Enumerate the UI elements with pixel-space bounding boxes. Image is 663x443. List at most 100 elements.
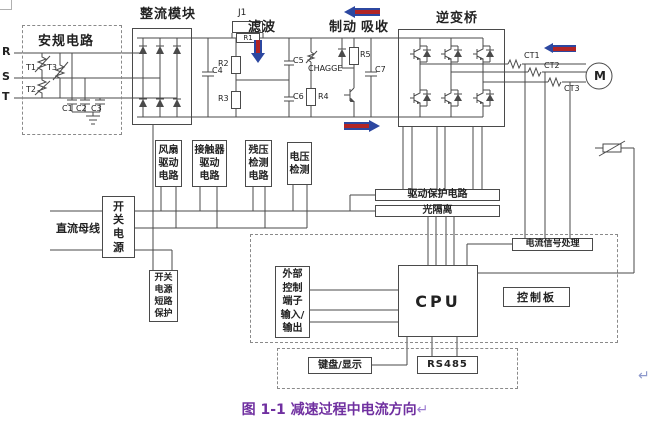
current-arrow-left-top (344, 6, 380, 18)
arrow-head-down-icon (251, 53, 265, 63)
current-signal-box: 电流信号处理 (512, 238, 593, 251)
switching-power-supply-box: 开 关 电 源 (102, 196, 135, 258)
r5-label: R5 (360, 50, 371, 59)
page-corner-vertical (11, 0, 12, 9)
caption-text: 图 1-1 减速过程中电流方向 (241, 402, 417, 418)
c7-label: C7 (375, 65, 386, 74)
inverter-bridge-box (398, 29, 505, 127)
opto-isolation-box: 光隔离 (375, 205, 500, 217)
motor-symbol (585, 62, 613, 90)
resistor-r5-box (349, 47, 359, 65)
control-signal-wires (310, 217, 512, 366)
c6-label: C6 (293, 92, 304, 101)
fan-drive-box: 风扇 驱动 电路 (155, 140, 182, 187)
external-io-label: 外部 控制 端子 输入/ 输出 (280, 269, 305, 335)
switching-power-supply-label: 开 关 电 源 (113, 199, 124, 254)
brake-chopper (337, 38, 377, 117)
ct2-label: CT2 (544, 61, 560, 70)
safety-circuit-box (22, 25, 122, 135)
safety-circuit-title: 安规电路 (38, 34, 95, 49)
caption-return-mark: ↵ (416, 402, 429, 418)
safety-capacitors-ground (67, 53, 105, 125)
c1-label: C1 (62, 104, 73, 113)
c2-label: C2 (76, 104, 87, 113)
inverter-internals (409, 38, 495, 117)
resistor-r3-box (231, 91, 241, 109)
page-corner-horizontal (0, 9, 12, 10)
figure-caption: 图 1-1 减速过程中电流方向↵ (170, 399, 500, 419)
cpu-box: CPU (398, 265, 478, 337)
t3-label: T3 (47, 63, 57, 72)
arrow-head-left-icon (344, 6, 355, 18)
arrow-shaft (254, 40, 262, 53)
absorb-title: 吸收 (361, 20, 390, 35)
c3-label: C3 (91, 104, 102, 113)
smps-short-protect-box: 开关 电源 短路 保护 (149, 270, 178, 322)
varistor-symbols (34, 53, 69, 98)
resistor-r1-box: R1 (236, 33, 260, 43)
motor-output-lines (420, 63, 586, 83)
rectifier-internals (138, 38, 182, 117)
fan-drive-label: 风扇 驱动 电路 (158, 145, 179, 182)
residual-voltage-detect-label: 残压 检测 电路 (248, 145, 269, 182)
t1-label: T1 (26, 63, 36, 72)
current-signal-label: 电流信号处理 (525, 239, 580, 249)
c5-label: C5 (293, 56, 304, 65)
arrow-shaft (553, 44, 576, 52)
arrow-shaft (344, 122, 369, 130)
drive-protect-box: 驱动保护电路 (375, 189, 500, 201)
rs485-box: RS485 (417, 356, 478, 374)
ct3-label: CT3 (564, 84, 580, 93)
rs485-label: RS485 (427, 359, 468, 370)
resistor-r4-box (306, 88, 316, 106)
c4-label: C4 (212, 66, 223, 75)
resistor-r2-box (231, 56, 241, 74)
rectifier-title: 整流模块 (140, 7, 197, 22)
residual-voltage-detect-box: 残压 检测 电路 (245, 140, 272, 187)
external-io-box: 外部 控制 端子 输入/ 输出 (275, 266, 310, 338)
arrow-head-left-icon (544, 43, 553, 53)
r2-label: R2 (218, 59, 229, 68)
charge-label: CHAGGE (308, 64, 343, 73)
ct-sense-lines (524, 64, 571, 240)
phase-r-label: R (2, 45, 11, 58)
dc-link-buses (137, 37, 483, 118)
current-arrow-down-filter (251, 40, 265, 63)
keypad-region-box (277, 348, 518, 389)
j1-label: J1 (238, 8, 247, 18)
cpu-label: CPU (415, 291, 461, 311)
control-board-label: 控制板 (517, 290, 556, 304)
ct1-label: CT1 (524, 51, 540, 60)
current-transformer-symbols (507, 58, 562, 88)
brake-title: 制动 (329, 20, 358, 35)
filter-network (235, 38, 318, 117)
arrow-shaft (355, 8, 380, 16)
keyboard-display-label: 键盘/显示 (318, 359, 362, 371)
r4-label: R4 (318, 92, 329, 101)
current-arrow-right-bottom (344, 120, 380, 132)
contactor-drive-box: 接触器 驱动 电路 (192, 140, 227, 187)
dc-bus-label: 直流母线 (56, 222, 100, 235)
t2-label: T2 (26, 85, 36, 94)
charge-relay-stubs (231, 33, 264, 38)
motor-label: M (594, 69, 606, 83)
keyboard-display-box: 键盘/显示 (308, 357, 372, 374)
filter-title: 滤波 (248, 20, 277, 35)
opto-isolation-label: 光隔离 (422, 205, 453, 216)
c4-capacitor (202, 38, 214, 117)
r1-label: R1 (243, 34, 253, 42)
paragraph-mark: ↵ (638, 368, 650, 384)
rectifier-module-box (132, 28, 192, 125)
control-board-region-box (250, 234, 618, 343)
inverter-title: 逆变桥 (436, 11, 479, 26)
thermistor-loop (478, 140, 635, 274)
arrow-head-right-icon (369, 120, 380, 132)
voltage-detect-box: 电压 检测 (287, 142, 312, 185)
contactor-drive-label: 接触器 驱动 电路 (194, 145, 225, 182)
voltage-detect-label: 电压 检测 (289, 151, 310, 176)
smps-short-protect-label: 开关 电源 短路 保护 (154, 272, 173, 320)
current-arrow-left-motor (544, 43, 576, 53)
gate-drive-lines (402, 127, 483, 189)
control-board-box: 控制板 (503, 287, 570, 307)
